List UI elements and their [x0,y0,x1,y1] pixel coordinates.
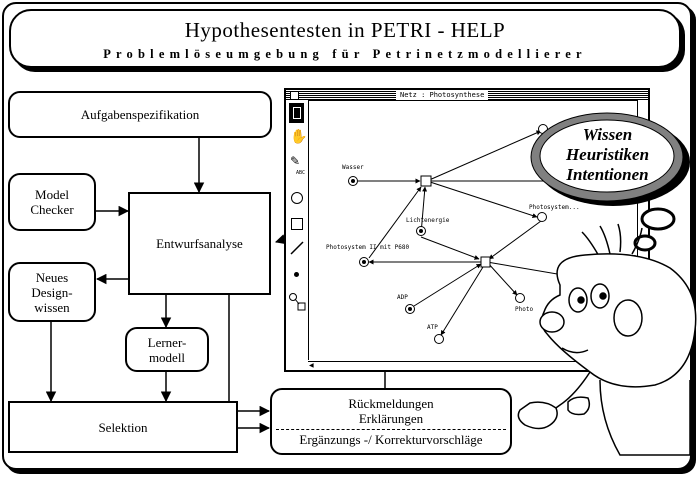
cloud-text: Wissen Heuristiken Intentionen [540,125,675,185]
place-tool-icon[interactable] [291,192,303,204]
tool-select-icon[interactable] [289,103,304,123]
place-photo-right [537,212,547,222]
character-nose [539,311,565,333]
character-pupil-left [577,296,585,304]
token-lichtenergie [419,229,423,233]
net-arc-6 [368,186,422,259]
token-wasser [351,179,355,183]
label-entwurfsanalyse: Entwurfsanalyse [156,236,243,251]
label-lernermodell: Lerner-modell [147,334,187,365]
character-mouth [561,347,589,354]
net-arc-8 [420,236,480,260]
place-atp [434,334,444,344]
thought-bubble-medium [633,234,657,252]
label-ergaenzungen: Ergänzungs -/ Korrekturvorschläge [299,432,483,447]
net-arc-9 [486,261,570,278]
label-rueckmeldungen: Rückmeldungen [348,396,434,411]
cloud-line-intentionen: Intentionen [566,165,649,184]
hand-tool-icon[interactable]: ✋ [290,129,308,145]
cloud-line-heuristiken: Heuristiken [565,145,650,164]
token-adp [408,307,412,311]
box-lernermodell: Lerner-modell [125,327,209,372]
transition-1 [420,175,432,187]
character-hand [517,401,558,430]
transition-tool-icon[interactable] [291,218,303,230]
net-label-lichtenergie: Lichtenergie [406,217,450,224]
box-neues-designwissen: Neues Design-wissen [8,262,96,322]
net-label-photo: Photo [515,306,534,313]
box-entwurfsanalyse: Entwurfsanalyse [128,192,271,295]
character-hand-2 [567,396,591,416]
net-label-wasser: Wasser [342,164,364,171]
label-selektion: Selektion [98,419,148,435]
character-ear [613,299,643,337]
cloud-inner [539,119,675,193]
net-label-atp: ATP [427,324,438,331]
tool-palette: ✋ ✎ ABC [286,100,309,360]
place-photo-low [515,293,525,303]
net-window-close-box[interactable] [290,91,299,100]
label-neues-designwissen: Neues Design-wissen [31,269,73,315]
character-hair [581,223,643,259]
vertical-scrollbar[interactable] [637,100,648,362]
net-arc-2 [426,130,542,182]
net-arc-10 [486,261,518,296]
cloud-line-wissen: Wissen [582,125,633,144]
net-label-adp: ADP [397,294,408,301]
net-label-photosystem-right: Photosystem... [529,204,580,211]
thought-bubble-large [640,207,676,231]
scroll-left-arrow-icon[interactable]: ◀ [309,363,314,369]
net-arc-3 [426,180,538,218]
label-model-checker: Model Checker [30,187,74,217]
net-arc-13 [488,220,542,260]
token-photosystem [362,260,366,264]
box-rueckmeldungen: Rückmeldungen Erklärungen Ergänzungs -/ … [270,388,512,455]
label-erklaerungen: Erklärungen [358,411,424,426]
title-subtitle: Problemlöseumgebung für Petrinetzmodelli… [103,47,587,61]
net-window-title: Netz : Photosynthese [396,90,489,100]
box-selektion: Selektion [8,401,238,453]
character-pupil-right [599,292,607,300]
label-aufgabenspezifikation: Aufgabenspezifikation [80,107,200,122]
net-arc-12 [440,266,484,336]
net-label-photosystem: Photosystem II mit P680 [326,244,410,251]
rueck-divider [276,429,506,430]
title-main: Hypothesentesten in PETRI - HELP [184,18,506,42]
net-window-titlebar: Netz : Photosynthese [286,90,648,101]
net-canvas[interactable]: Wasser Lichtenergie Photosystem II mit P… [309,101,638,363]
text-tool-label: ABC [296,170,306,176]
connect-tool-icon[interactable] [288,292,306,312]
arc-tool-icon[interactable] [289,240,305,256]
box-aufgabenspezifikation: Aufgabenspezifikation [8,91,272,138]
net-arc-11 [413,263,482,307]
token-tool-icon[interactable] [294,272,299,277]
box-model-checker: Model Checker [8,173,96,231]
transition-2 [480,256,491,268]
title-banner: Hypothesentesten in PETRI - HELP Problem… [9,9,681,68]
pencil-tool-icon[interactable]: ✎ [290,154,301,168]
